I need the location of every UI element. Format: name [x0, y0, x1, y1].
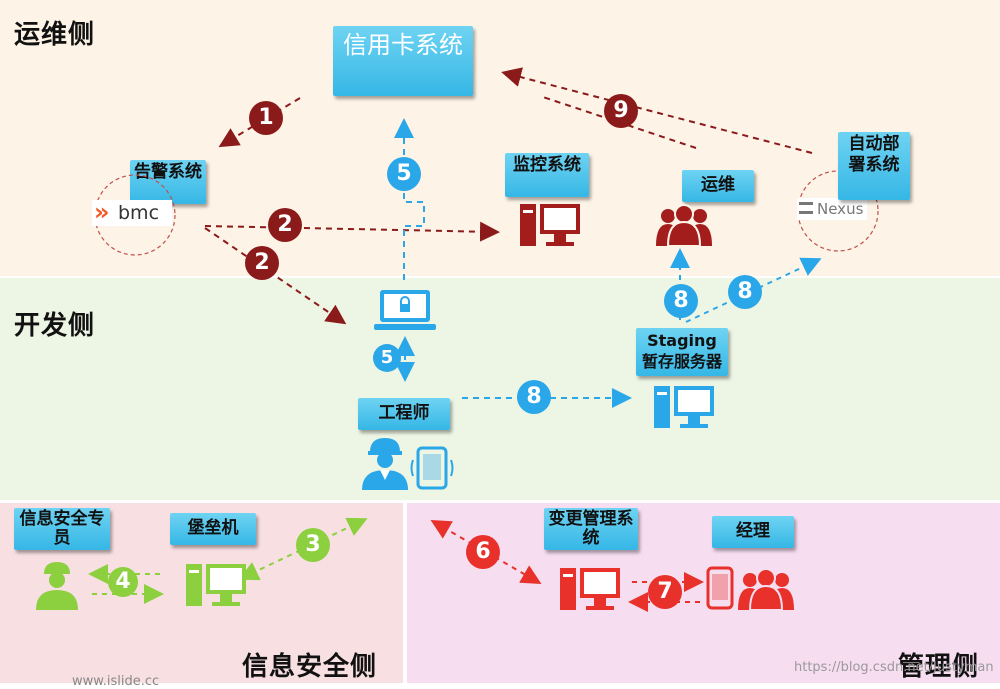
- phone-icon-manager: [706, 566, 734, 610]
- infosec-officer-label: 信息安全专员: [19, 509, 105, 548]
- server-icon: [654, 386, 714, 428]
- laptop-lock-icon[interactable]: [374, 290, 436, 332]
- arrow-2b: [204, 227, 347, 325]
- change-mgmt-tag[interactable]: 变更管理系统: [544, 508, 638, 550]
- ops-zone: [0, 0, 1000, 276]
- bastion-host-label: 堡垒机: [187, 518, 239, 538]
- step-8a-badge: 8: [517, 380, 551, 414]
- step-5a-badge: 5: [387, 157, 421, 191]
- people-icon: [656, 204, 712, 246]
- arrow-9a: [501, 67, 813, 154]
- staging-server-label: Staging暂存服务器: [641, 331, 722, 371]
- manager-label: 经理: [736, 521, 770, 541]
- monitoring-system-tag[interactable]: 监控系统: [505, 153, 589, 197]
- alarm-system-tag[interactable]: 告警系统: [130, 160, 206, 204]
- auto-deploy-label: 自动部署系统: [848, 134, 900, 175]
- manager-tag[interactable]: 经理: [712, 516, 794, 548]
- bmc-circle: [94, 174, 176, 256]
- infosec-zone-title: 信息安全侧: [242, 652, 378, 682]
- computer-icon-change-mgmt: [560, 568, 620, 610]
- monitoring-system-label: 监控系统: [513, 155, 581, 175]
- change-mgmt-label: 变更管理系统: [548, 509, 634, 548]
- bmc-chevron-icon: »: [94, 198, 110, 226]
- engineer-tag[interactable]: 工程师: [358, 398, 450, 430]
- auto-deploy-tag[interactable]: 自动部署系统: [838, 132, 910, 200]
- bmc-logo: » bmc: [92, 198, 172, 226]
- people-icon-manager: [738, 568, 794, 610]
- mgmt-zone-title: 管理侧: [898, 652, 980, 682]
- bastion-host-tag[interactable]: 堡垒机: [170, 513, 256, 545]
- ops-label: 运维: [701, 175, 735, 195]
- arrow-3: [238, 517, 368, 581]
- credit-card-system-box[interactable]: 信用卡系统: [333, 26, 473, 96]
- step-7-badge: 7: [648, 575, 682, 609]
- monitor-icon: [520, 204, 580, 246]
- step-4-badge: 4: [108, 567, 138, 597]
- step-9-badge: 9: [604, 94, 638, 128]
- dev-zone-title: 开发侧: [14, 311, 96, 341]
- user-icon: [36, 562, 78, 610]
- phone-icon: [410, 446, 454, 490]
- watermark-right: https://blog.csdn.net/Justyman: [794, 660, 994, 675]
- nexus-mark-icon: [799, 202, 813, 214]
- ops-zone-title: 运维侧: [14, 20, 96, 50]
- step-8c-badge: 8: [728, 275, 762, 309]
- arrow-5a: [394, 118, 425, 280]
- step-2b-badge: 2: [245, 246, 279, 280]
- infosec-officer-tag[interactable]: 信息安全专员: [14, 508, 110, 550]
- step-2a-badge: 2: [268, 208, 302, 242]
- step-3-badge: 3: [296, 528, 330, 562]
- step-1-badge: 1: [249, 101, 283, 135]
- arrow-2a: [204, 221, 500, 242]
- nexus-logo-text: Nexus: [817, 200, 864, 218]
- step-6-badge: 6: [466, 535, 500, 569]
- step-5b-badge: 5: [373, 344, 401, 372]
- engineer-label: 工程师: [378, 403, 430, 423]
- watermark-left: www.islide.cc: [72, 674, 160, 689]
- bmc-logo-text: bmc: [118, 202, 160, 224]
- alarm-system-label: 告警系统: [134, 162, 202, 182]
- ops-tag[interactable]: 运维: [682, 170, 754, 202]
- step-8b-badge: 8: [664, 284, 698, 318]
- engineer-icon: [362, 438, 408, 490]
- staging-server-tag[interactable]: Staging暂存服务器: [636, 328, 728, 376]
- nexus-circle: [797, 170, 879, 252]
- nexus-logo: Nexus: [797, 198, 867, 220]
- computer-icon-bastion: [186, 564, 246, 606]
- dev-zone: [0, 278, 1000, 500]
- credit-card-system-label: 信用卡系统: [343, 31, 463, 59]
